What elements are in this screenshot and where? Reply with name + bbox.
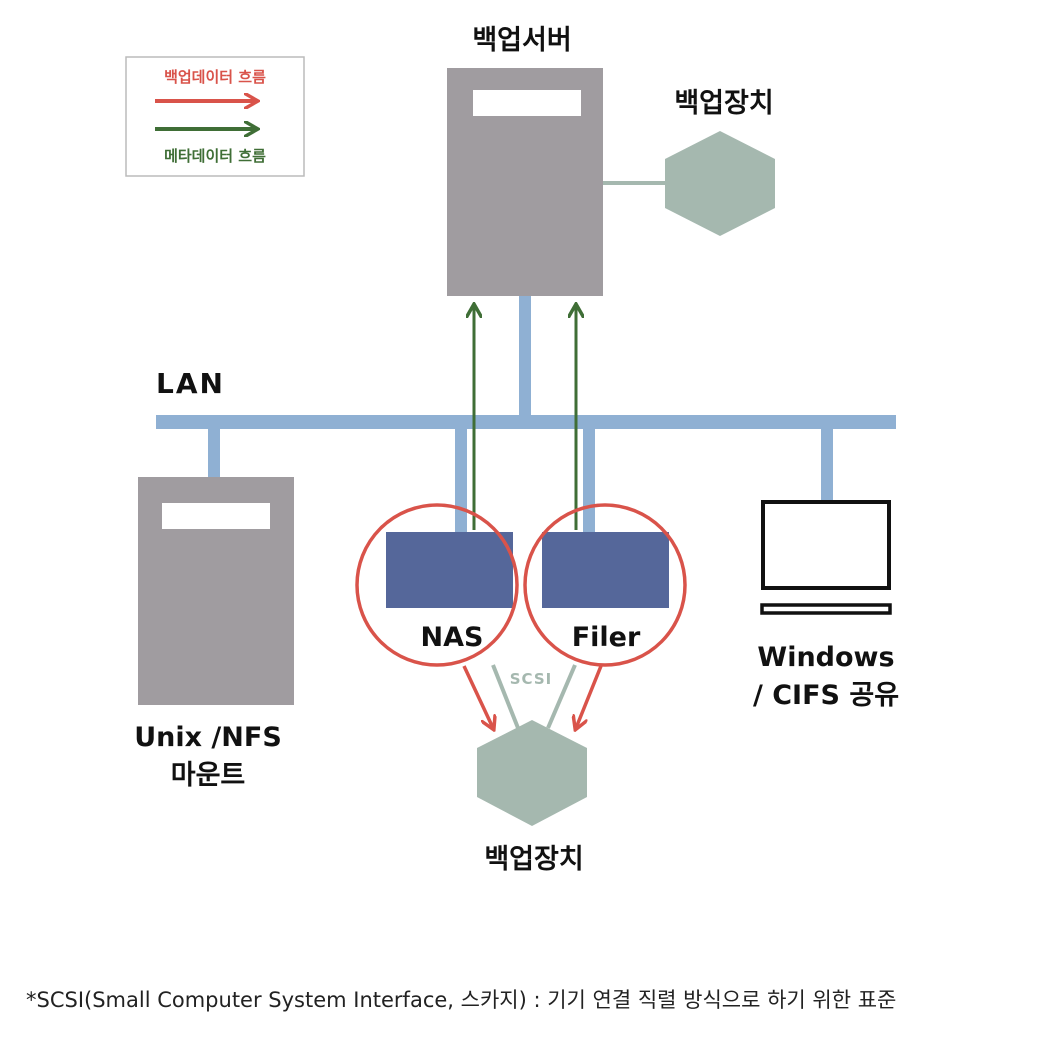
filer-scsi-link: [546, 664, 577, 729]
backup-device-bottom-label: 백업장치: [484, 844, 583, 875]
legend-metadata-flow-label: 메타데이터 흐름: [164, 147, 266, 165]
windows-laptop-icon: [760, 500, 892, 615]
lan-bus: [156, 415, 896, 429]
backup-server-label: 백업서버: [472, 25, 571, 56]
backup-device-bottom-hexagon: [477, 720, 587, 826]
windows-label-line1: Windows: [757, 642, 894, 673]
lan-to-filer-drop: [583, 428, 595, 532]
nas-scsi-link: [491, 664, 520, 729]
lan-to-unix-drop: [208, 428, 220, 478]
unix-label-line2: 마운트: [171, 760, 246, 791]
backup-device-top-hexagon: [665, 131, 775, 236]
unix-server-slot: [162, 503, 270, 529]
backup-device-top-label: 백업장치: [674, 88, 773, 119]
nas-storage-box: [386, 532, 513, 608]
scsi-label: SCSI: [510, 670, 552, 688]
backup-server-slot: [473, 90, 581, 116]
legend-backup-flow-label: 백업데이터 흐름: [164, 68, 266, 86]
nas-label: NAS: [421, 622, 484, 653]
lan-to-windows-drop: [821, 428, 833, 500]
lan-to-server-drop: [519, 296, 531, 416]
filer-highlight-circle: [523, 503, 687, 667]
lan-to-nas-drop: [455, 428, 467, 532]
lan-label: LAN: [156, 367, 225, 400]
filer-label: Filer: [572, 622, 641, 653]
footnote: *SCSI(Small Computer System Interface, 스…: [26, 988, 897, 1012]
filer-storage-box: [542, 532, 669, 608]
unix-label-line1: Unix /NFS: [134, 722, 282, 753]
windows-label-line2: / CIFS 공유: [753, 680, 899, 711]
legend: 백업데이터 흐름 메타데이터 흐름: [125, 56, 305, 177]
filer-backup-arrow: [576, 665, 603, 728]
legend-box: [125, 56, 305, 177]
nas-highlight-circle: [355, 503, 519, 667]
nas-backup-arrow: [462, 665, 493, 728]
